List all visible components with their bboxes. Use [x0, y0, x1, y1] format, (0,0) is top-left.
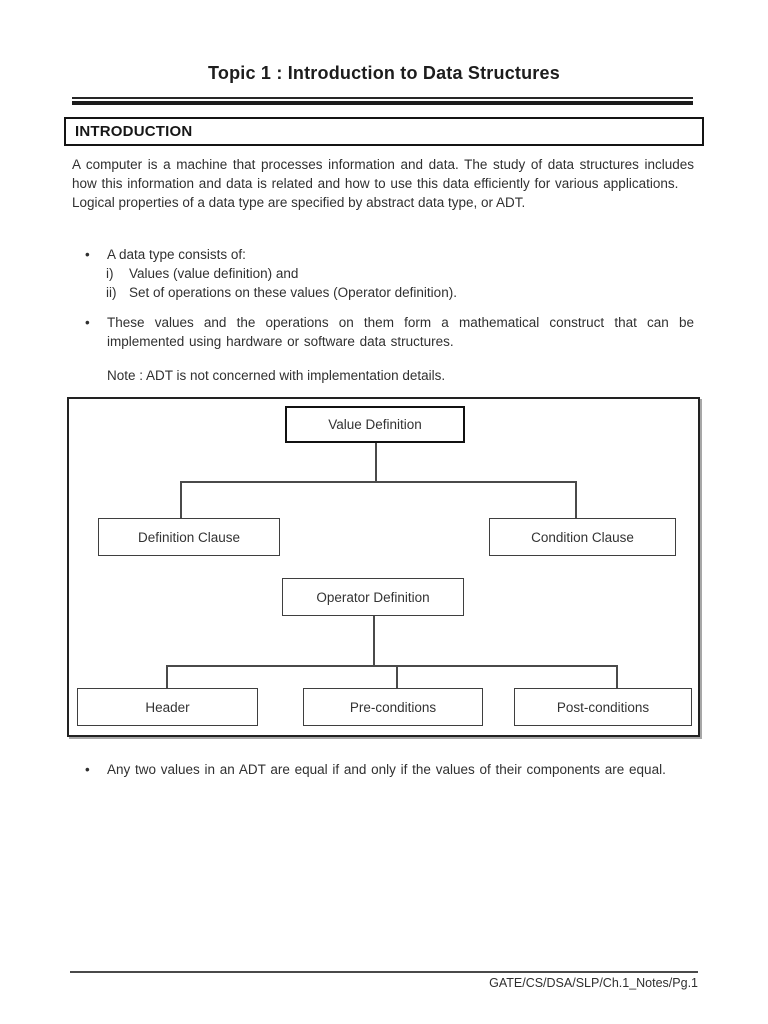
bullet-dot: • [85, 247, 90, 262]
connector-horizontal-lower [166, 665, 618, 667]
bullet-item-data-type: • A data type consists of: i) Values (va… [72, 245, 694, 302]
adt-structure-diagram: Value Definition Definition Clause Condi… [67, 397, 700, 737]
intro-paragraph-2: Logical properties of a data type are sp… [72, 195, 526, 210]
node-condition-clause: Condition Clause [489, 518, 676, 556]
node-operator-definition: Operator Definition [282, 578, 464, 616]
sub-item-marker: i) [106, 266, 114, 281]
connector-horizontal-upper [180, 481, 577, 483]
node-value-definition: Value Definition [285, 406, 465, 443]
connector-drop-definition-clause [180, 481, 182, 519]
sub-item-marker: ii) [106, 285, 117, 300]
node-pre-conditions: Pre-conditions [303, 688, 483, 726]
sub-item-operations: ii) Set of operations on these values (O… [72, 283, 694, 302]
bullet-dot: • [85, 762, 90, 777]
intro-paragraph-1: A computer is a machine that processes i… [72, 157, 694, 191]
sub-item-text: Values (value definition) and [129, 266, 299, 281]
sub-item-text: Set of operations on these values (Opera… [129, 285, 457, 300]
bullet-item-construct: • These values and the operations on the… [72, 313, 694, 351]
page-title: Topic 1 : Introduction to Data Structure… [208, 63, 560, 83]
connector-drop-condition-clause [575, 481, 577, 519]
connector-drop-post-conditions [616, 665, 618, 690]
note-text: Note : ADT is not concerned with impleme… [107, 368, 446, 383]
title-double-rule [72, 97, 693, 105]
bullet-dot: • [85, 315, 90, 330]
section-heading: INTRODUCTION [75, 123, 193, 140]
connector-drop-header [166, 665, 168, 690]
node-post-conditions: Post-conditions [514, 688, 692, 726]
connector-operator-definition-down [373, 616, 375, 665]
sub-item-values: i) Values (value definition) and [72, 264, 694, 283]
bullet-text: Any two values in an ADT are equal if an… [107, 762, 666, 777]
bullet-item-equality: • Any two values in an ADT are equal if … [72, 760, 694, 779]
intro-paragraph-block: A computer is a machine that processes i… [72, 155, 694, 212]
footer-rule [70, 971, 698, 973]
footer-reference: GATE/CS/DSA/SLP/Ch.1_Notes/Pg.1 [489, 976, 698, 990]
node-definition-clause: Definition Clause [98, 518, 280, 556]
section-heading-box: INTRODUCTION [64, 117, 704, 146]
bullet-text: These values and the operations on them … [107, 315, 694, 349]
connector-value-definition-down [375, 443, 377, 483]
bullet-text: A data type consists of: [107, 247, 246, 262]
node-header: Header [77, 688, 258, 726]
connector-drop-pre-conditions [396, 665, 398, 690]
